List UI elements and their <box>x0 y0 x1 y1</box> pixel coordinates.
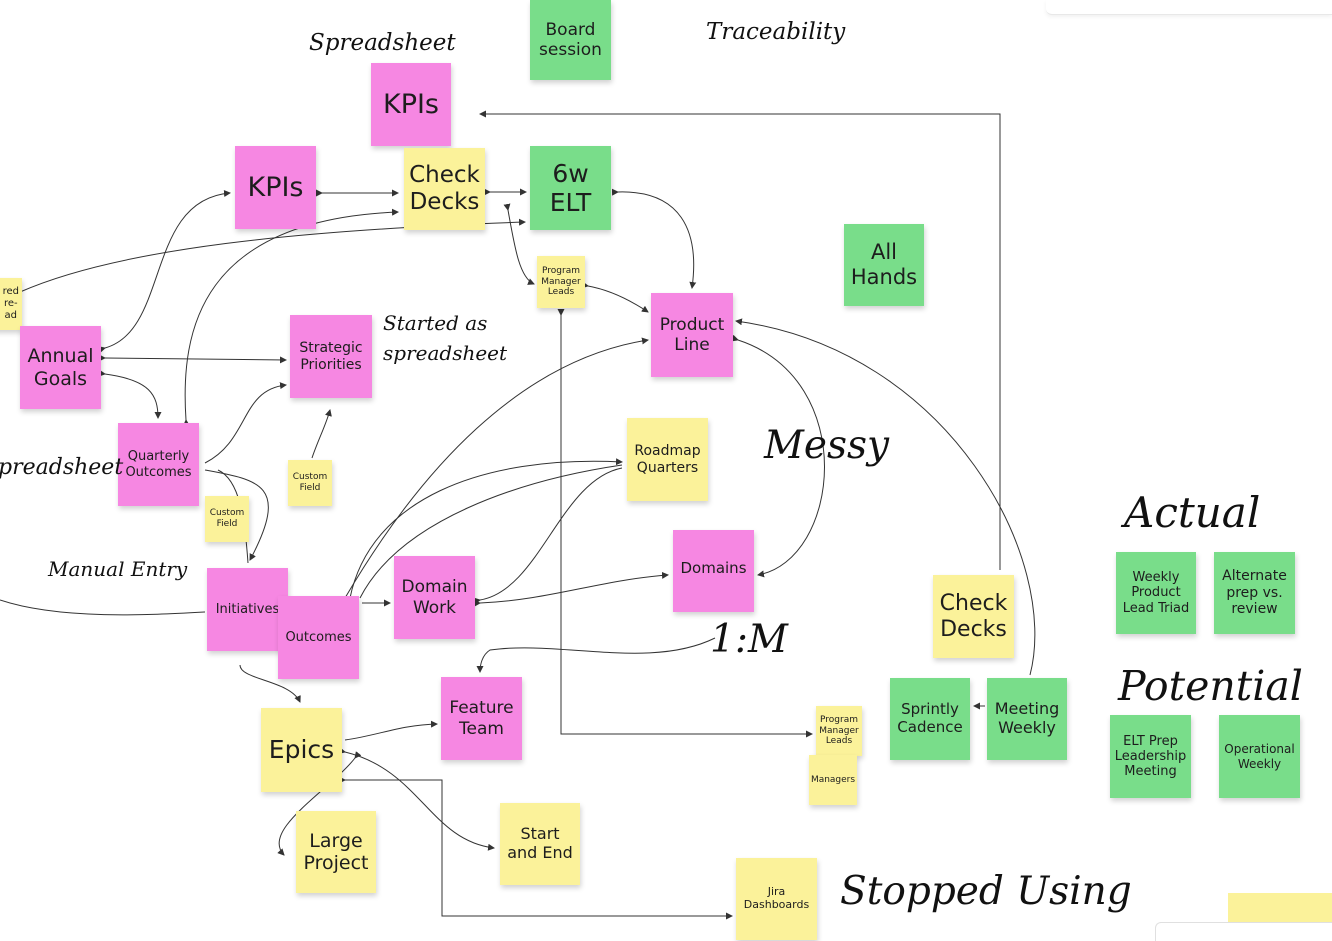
arrow-annualgoals-kpis <box>98 190 231 353</box>
note-board-session[interactable]: Board session <box>530 0 611 80</box>
note-weekly-product-lead-triad[interactable]: Weekly Product Lead Triad <box>1116 552 1196 634</box>
note-epics[interactable]: Epics <box>261 708 342 792</box>
label-spreadsheet-left: preadsheet <box>0 455 124 480</box>
label-stopped-using: Stopped Using <box>840 869 1132 914</box>
note-domains[interactable]: Domains <box>673 530 754 612</box>
label-manual-entry: Manual Entry <box>48 557 188 581</box>
note-kpis-mid[interactable]: KPIs <box>235 146 316 229</box>
arrow-quarterly-strategic <box>204 382 287 464</box>
note-outcomes[interactable]: Outcomes <box>278 596 359 679</box>
note-domain-work[interactable]: Domain Work <box>394 556 475 639</box>
arrow-outcomes-roadmap <box>349 458 623 599</box>
arrow-elt-productline <box>611 188 697 289</box>
arrow-domainwork-domains <box>473 571 669 607</box>
note-check-decks-top[interactable]: Check Decks <box>404 148 485 230</box>
label-traceability: Traceability <box>706 19 846 45</box>
arrow-customfield-strategic <box>311 409 332 459</box>
note-meeting-weekly[interactable]: Meeting Weekly <box>987 678 1067 760</box>
note-feature-team[interactable]: Feature Team <box>441 677 522 760</box>
label-messy: Messy <box>764 423 890 468</box>
arrow-pml-vertical <box>557 309 813 738</box>
minimap-partial[interactable] <box>1155 922 1332 941</box>
arrow-annual-strategic <box>98 354 287 364</box>
arrow-offscreen-initiatives <box>0 599 206 616</box>
label-potential: Potential <box>1118 662 1303 710</box>
arrow-onetomany-featureteam <box>476 637 716 673</box>
note-alternate-prep[interactable]: Alternate prep vs. review <box>1214 552 1295 634</box>
note-check-decks-right[interactable]: Check Decks <box>933 575 1014 658</box>
label-one-to-many: 1:M <box>710 617 788 662</box>
arrow-annual-quarterly <box>98 369 162 419</box>
arrow-domainwork-roadmap <box>473 467 623 605</box>
arrow-epics-featureteam <box>344 720 438 741</box>
note-managers[interactable]: Managers <box>809 755 857 805</box>
note-jira-dashboards[interactable]: Jira Dashboards <box>736 858 817 940</box>
note-large-project[interactable]: Large Project <box>296 811 376 893</box>
label-spreadsheet-top: Spreadsheet <box>309 30 456 56</box>
note-initiatives[interactable]: Initiatives <box>207 568 288 651</box>
note-offscreen-left[interactable]: red re- ad <box>0 278 22 330</box>
note-operational-weekly[interactable]: Operational Weekly <box>1219 715 1300 798</box>
note-annual-goals[interactable]: Annual Goals <box>20 326 101 409</box>
arrow-outcomes-productline <box>344 337 649 599</box>
note-program-manager-leads-bottom[interactable]: Program Manager Leads <box>816 706 862 756</box>
toolbar-partial[interactable] <box>1046 0 1332 15</box>
note-bottom-right-partial[interactable] <box>1228 893 1332 923</box>
arrow-offscreen-checkdecks <box>19 218 526 293</box>
note-kpis-top[interactable]: KPIs <box>371 63 451 146</box>
note-program-manager-leads-top[interactable]: Program Manager Leads <box>537 256 585 308</box>
note-quarterly-outcomes[interactable]: Quarterly Outcomes <box>118 423 199 506</box>
note-product-line[interactable]: Product Line <box>651 293 733 377</box>
note-6w-elt[interactable]: 6w ELT <box>530 146 611 230</box>
note-custom-field-2[interactable]: Custom Field <box>205 496 249 542</box>
note-start-and-end[interactable]: Start and End <box>500 803 580 885</box>
arrow-pml-productline <box>581 281 649 313</box>
note-all-hands[interactable]: All Hands <box>844 224 924 306</box>
note-custom-field-1[interactable]: Custom Field <box>288 460 332 506</box>
label-actual: Actual <box>1124 488 1261 537</box>
note-strategic-priorities[interactable]: Strategic Priorities <box>290 315 372 398</box>
note-roadmap-quarters[interactable]: Roadmap Quarters <box>627 418 708 501</box>
note-sprintly-cadence[interactable]: Sprintly Cadence <box>890 678 970 760</box>
label-started-as-spreadsheet: Started as spreadsheet <box>383 311 508 365</box>
note-elt-prep[interactable]: ELT Prep Leadership Meeting <box>1110 715 1191 798</box>
